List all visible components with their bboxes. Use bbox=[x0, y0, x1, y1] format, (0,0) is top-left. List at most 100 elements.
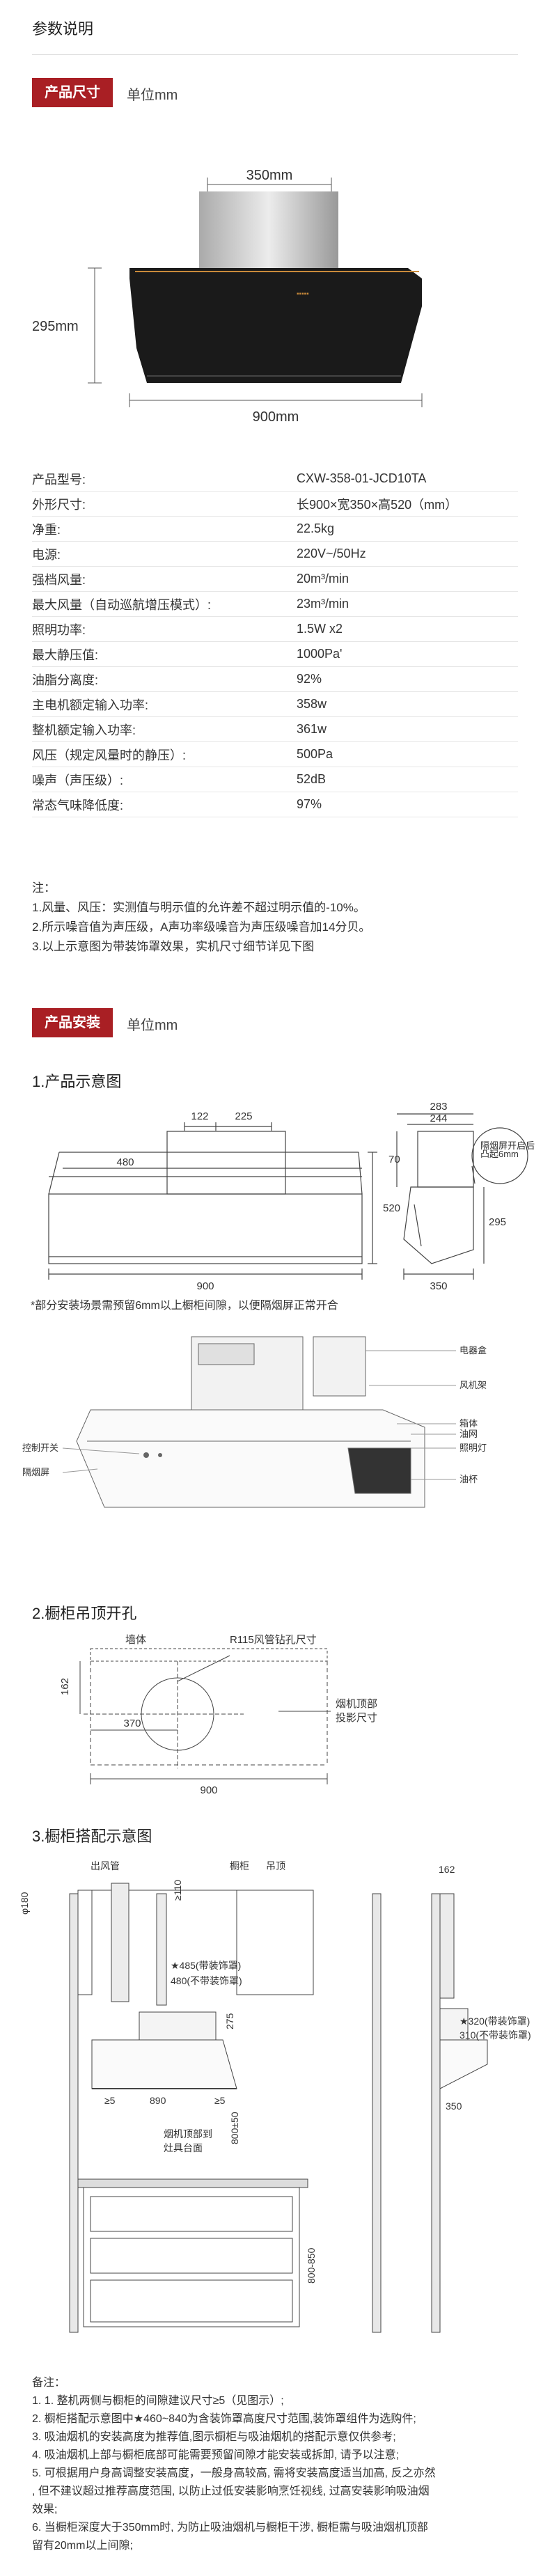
duct-cover bbox=[199, 191, 338, 268]
label-r310: 310(不带装饰罩) bbox=[459, 2029, 531, 2041]
spec-row: 主电机额定输入功率:358w bbox=[32, 692, 518, 717]
spec-key: 风压（规定风量时的静压）: bbox=[32, 748, 186, 762]
label-ge5a: ≥5 bbox=[104, 2095, 116, 2106]
dim-f: 283 bbox=[430, 1101, 447, 1113]
spec-key: 最大风量（自动巡航增压模式）: bbox=[32, 597, 211, 612]
spec-value: 20m³/min bbox=[297, 572, 349, 586]
dim-j: 350 bbox=[430, 1280, 447, 1292]
label-nodeco: 480(不带装饰罩) bbox=[171, 1975, 242, 1986]
subsection-title: 2.橱柜吊顶开孔 bbox=[32, 1605, 137, 1622]
spec-key: 外形尺寸: bbox=[32, 497, 86, 512]
remark-line: 5. 可根据用户身高调整安装高度，一般身高较高, 需将安装高度适当加高, 反之亦… bbox=[32, 2467, 436, 2479]
spec-row: 油脂分离度: 92% bbox=[32, 667, 518, 692]
note-line: 2.所示噪音值为声压级，A声功率级噪音为声压级噪音加14分贝。 bbox=[32, 920, 371, 934]
callout-line1: 隔烟屏开启后 bbox=[480, 1140, 535, 1151]
spec-key: 净重: bbox=[32, 522, 61, 537]
subsection-title: 3.橱柜搭配示意图 bbox=[32, 1828, 152, 1845]
label-top-1: 烟机顶部到 bbox=[164, 2128, 212, 2139]
spec-key: 主电机额定输入功率: bbox=[32, 698, 149, 712]
remark-line: 3. 吸油烟机的安装高度为推荐值,图示橱柜与吸油烟机的搭配示意仅供参考; bbox=[32, 2431, 396, 2443]
remark-line: 效果; bbox=[32, 2504, 58, 2515]
dim-h: 70 bbox=[388, 1154, 400, 1165]
remark-line: 1. 1. 整机两侧与橱柜的间隙建议尺寸≥5（见图示）; bbox=[32, 2395, 284, 2407]
label-w890: 890 bbox=[150, 2095, 166, 2106]
dim-162: 162 bbox=[59, 1678, 71, 1695]
spec-value: 92% bbox=[297, 672, 322, 686]
label-top-2: 灶具台面 bbox=[164, 2142, 203, 2153]
remark-line: 4. 吸油烟机上部与橱柜底部可能需要预留间隙才能安装或拆卸, 请予以注意; bbox=[32, 2449, 400, 2461]
label-deco: ★485(带装饰罩) bbox=[171, 1960, 241, 1971]
dim-height: 295mm bbox=[32, 319, 79, 334]
label-h850: 800-850 bbox=[306, 2247, 317, 2284]
dim-900: 900 bbox=[200, 1784, 217, 1796]
part-label: 风机架 bbox=[459, 1380, 487, 1390]
part-label: 隔烟屏 bbox=[22, 1467, 49, 1477]
remark-line: , 但不建议超过推荐高度范围, 以防止过低安装影响烹饪视线, 过高安装影响吸油烟 bbox=[32, 2485, 430, 2497]
cutout-figure: 墙体 R115风管钻孔尺寸 162 370 900 烟机顶部 投影尺寸 bbox=[59, 1634, 377, 1796]
label-cabinet: 橱柜 bbox=[230, 1860, 249, 1871]
spec-table: 产品型号: CXW-358-01-JCD10TA 外形尺寸: 长900×宽350×高5… bbox=[32, 466, 518, 817]
spec-row: 照明功率: 1.5W x2 bbox=[32, 617, 518, 642]
spec-key: 照明功率: bbox=[32, 622, 86, 637]
dim-e: 900 bbox=[196, 1280, 214, 1292]
remark-line: 留有20mm以上间隙; bbox=[32, 2540, 133, 2552]
spec-value: 500Pa bbox=[297, 747, 333, 761]
callout-line2: 凸起6mm bbox=[480, 1149, 519, 1159]
spec-row: 常态气味降低度:97% bbox=[32, 792, 518, 817]
spec-key: 油脂分离度: bbox=[32, 673, 99, 687]
part-label: 油网 bbox=[459, 1429, 478, 1439]
spec-key: 电源: bbox=[32, 547, 61, 562]
label-ceiling: 吊顶 bbox=[266, 1860, 285, 1871]
part-label: 照明灯 bbox=[459, 1443, 487, 1453]
install-remarks: 备注： 1. 1. 整机两侧与橱柜的间隙建议尺寸≥5（见图示）; 2. 橱柜搭配示意… bbox=[32, 2374, 519, 2555]
dim-width: 900mm bbox=[253, 409, 299, 425]
spec-row: 产品型号: CXW-358-01-JCD10TA bbox=[32, 466, 518, 492]
product-schematic-figure: 122 225 480 520 900 283 244 70 295 350 隔… bbox=[31, 1101, 535, 1312]
note-line: 注： bbox=[32, 881, 56, 895]
dim-g: 244 bbox=[430, 1113, 447, 1124]
spec-key: 常态气味降低度: bbox=[32, 798, 124, 812]
label-h800: 800±50 bbox=[229, 2112, 240, 2144]
spec-value: 23m³/min bbox=[297, 597, 349, 611]
spec-row: 最大风量（自动巡航增压模式）: 23m³/min bbox=[32, 592, 518, 617]
spec-value: 52dB bbox=[297, 772, 327, 786]
remark-line: 6. 当橱柜深度大于350mm时, 为防止吸油烟机与橱柜干涉, 橱柜需与吸油烟机… bbox=[32, 2522, 428, 2534]
page-title: 参数说明 bbox=[32, 20, 94, 38]
note-line: 3.以上示意图为带装饰罩效果，实机尺寸细节详见下图 bbox=[32, 940, 315, 953]
proj-label-1: 烟机顶部 bbox=[336, 1698, 377, 1710]
proj-label-2: 投影尺寸 bbox=[336, 1712, 377, 1724]
dim-b: 225 bbox=[235, 1110, 252, 1122]
label-r162: 162 bbox=[439, 1864, 455, 1875]
schematic-note: *部分安装场景需预留6mm以上橱柜间隙，以便隔烟屏正常开合 bbox=[31, 1299, 338, 1312]
spec-row: 强档风量:20m³/min bbox=[32, 567, 518, 592]
spec-value: 1.5W x2 bbox=[297, 622, 343, 636]
label-r320: ★320(带装饰罩) bbox=[459, 2016, 530, 2027]
remark-line: 2. 橱柜搭配示意图中★460~840为含装饰罩高度尺寸范围,装饰罩组件为选购件… bbox=[32, 2413, 416, 2425]
dim-d: 520 bbox=[383, 1202, 400, 1214]
spec-value: 361w bbox=[297, 722, 327, 736]
divider bbox=[32, 54, 518, 55]
label-r350: 350 bbox=[446, 2100, 462, 2112]
cabinet-figure: 出风管 橱柜 吊顶 φ180 ≥110 ★485(带装饰罩) 480(不带装饰罩… bbox=[19, 1860, 531, 2333]
spec-value: 1000Pa' bbox=[297, 647, 343, 661]
remark-line: 备注： bbox=[32, 2377, 66, 2389]
spec-key: 最大静压值: bbox=[32, 647, 99, 662]
spec-row: 电源:220V~/50Hz bbox=[32, 542, 518, 567]
label-h275: 275 bbox=[224, 2013, 235, 2029]
dim-c: 480 bbox=[116, 1156, 134, 1168]
part-label: 油杯 bbox=[459, 1474, 478, 1484]
dim-a: 122 bbox=[191, 1110, 208, 1122]
wall-label: 墙体 bbox=[125, 1634, 146, 1646]
spec-value: 长900×宽350×高520（mm） bbox=[297, 497, 458, 512]
hole-label: R115风管钻孔尺寸 bbox=[230, 1634, 317, 1646]
spec-value: CXW-358-01-JCD10TA bbox=[297, 471, 427, 485]
spec-row: 最大静压值: 1000Pa' bbox=[32, 642, 518, 667]
spec-notes: 注： 1.风量、风压：实测值与明示值的允许差不超过明示值的-10%。 2.所示噪… bbox=[32, 879, 519, 957]
spec-row: 净重:22.5kg bbox=[32, 517, 518, 542]
install-unit: 单位mm bbox=[127, 1018, 178, 1033]
spec-row: 风压（规定风量时的静压）: 500Pa bbox=[32, 742, 518, 767]
hood-body bbox=[129, 268, 422, 383]
spec-key: 产品型号: bbox=[32, 472, 86, 487]
label-ge5b: ≥5 bbox=[214, 2095, 226, 2106]
spec-row: 整机额定输入功率:361w bbox=[32, 717, 518, 742]
